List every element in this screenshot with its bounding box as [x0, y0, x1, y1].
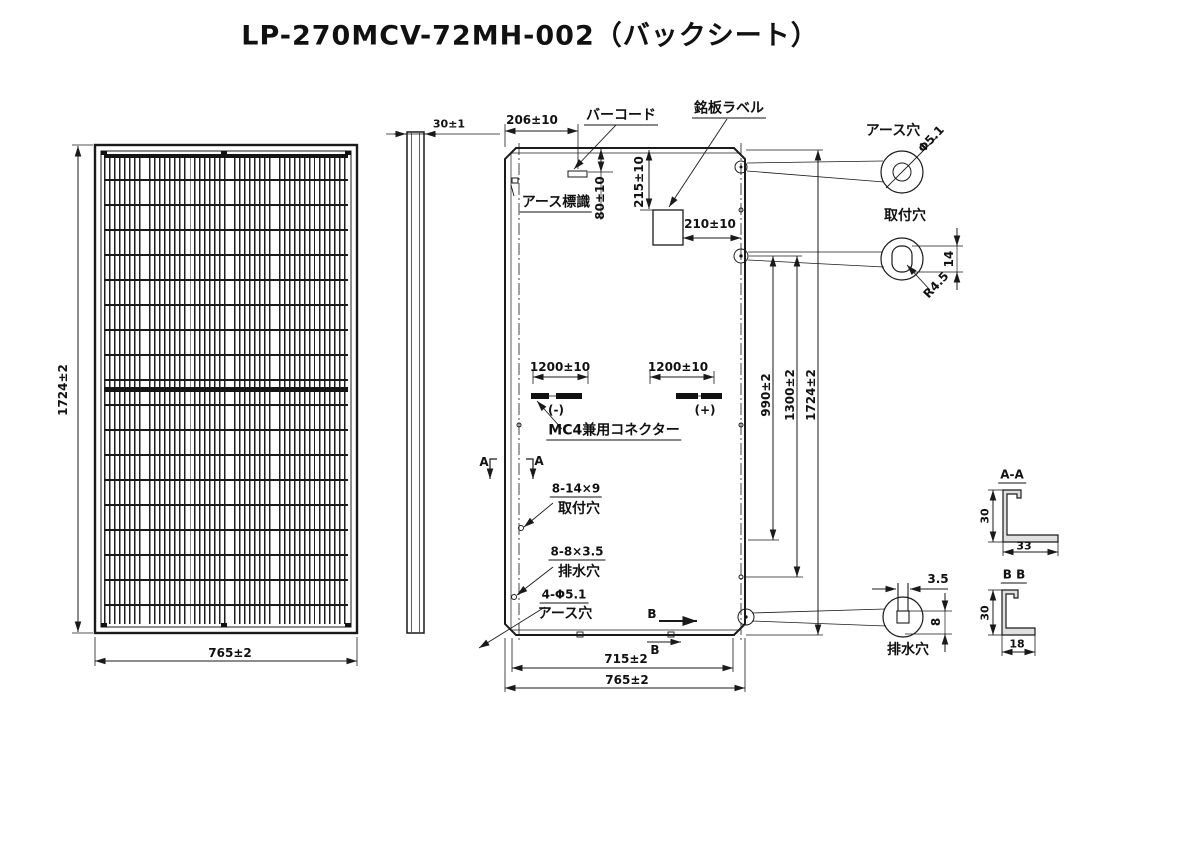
drain-slot-width-dim: 3.5: [927, 572, 949, 586]
mount-hole-radius-dim: R4.5: [920, 269, 952, 301]
bottom-inner-dim: 715±2: [604, 652, 648, 666]
dim-990: 990±2: [759, 373, 773, 417]
earth-hole-dia-dim: Φ5.1: [915, 122, 947, 156]
nameplate-label: 銘板ラベル: [692, 100, 766, 119]
section-aa-height-dim: 30: [978, 508, 992, 524]
nameplate-vertical-dim: 215±10: [632, 156, 646, 208]
cable-dim-right: 1200±10: [647, 360, 709, 374]
earth-hole-label-left: アース穴: [537, 606, 593, 622]
earth-marking-label: アース標識: [519, 194, 593, 213]
panel-top-band: [104, 154, 348, 158]
plus-terminal-label: (+): [694, 403, 716, 417]
side-thickness-dim: 30±1: [432, 117, 466, 131]
mount-hole-height-dim: 14: [942, 250, 956, 268]
mount-hole-detail-label: 取付穴: [884, 208, 926, 224]
front-height-dim: 1724±2: [56, 364, 70, 416]
mc4-connector-label: MC4兼用コネクター: [546, 422, 682, 441]
mount-hole-label: 取付穴: [558, 501, 600, 517]
section-b-mark-bottom: B: [650, 643, 660, 657]
nameplate-horizontal-dim: 210±10: [684, 217, 736, 231]
section-bb-title: B B: [1000, 567, 1028, 584]
section-a-mark-right: A: [534, 454, 544, 468]
drain-hole-label: 排水穴: [558, 564, 600, 580]
dim-1300: 1300±2: [783, 369, 797, 421]
panel-mid-band: [104, 387, 348, 392]
cable-dim-left: 1200±10: [529, 360, 591, 374]
section-bb-width-dim: 18: [1009, 637, 1025, 651]
earth-hole-detail: [746, 137, 937, 194]
mount-hole-qty-label: 8-14×9: [549, 481, 603, 498]
barcode-label: バーコード: [584, 107, 658, 126]
earth-hole-qty-label: 4-Φ5.1: [539, 587, 589, 604]
section-aa-title: A-A: [998, 467, 1026, 484]
minus-terminal-label: (-): [548, 403, 564, 417]
side-view: [386, 130, 500, 634]
earth-hole-detail-label: アース穴: [865, 123, 921, 139]
drain-hole-qty-label: 8-8×3.5: [548, 544, 606, 561]
drawing-title: LP-270MCV-72MH-002（バックシート）: [241, 20, 819, 52]
section-aa-width-dim: 33: [1016, 539, 1032, 553]
section-bb-height-dim: 30: [978, 605, 992, 621]
section-b-mark-top: B: [647, 607, 657, 621]
section-a-mark-left: A: [479, 455, 489, 469]
bottom-outer-dim: 765±2: [605, 673, 649, 687]
front-width-dim: 765±2: [208, 646, 252, 660]
drain-slot-height-dim: 8: [929, 617, 943, 627]
barcode-vertical-dim: 80±10: [593, 176, 607, 220]
drain-hole-detail-label: 排水穴: [887, 642, 929, 658]
offset-dim: 206±10: [506, 113, 558, 127]
dim-1724-right: 1724±2: [804, 369, 818, 421]
